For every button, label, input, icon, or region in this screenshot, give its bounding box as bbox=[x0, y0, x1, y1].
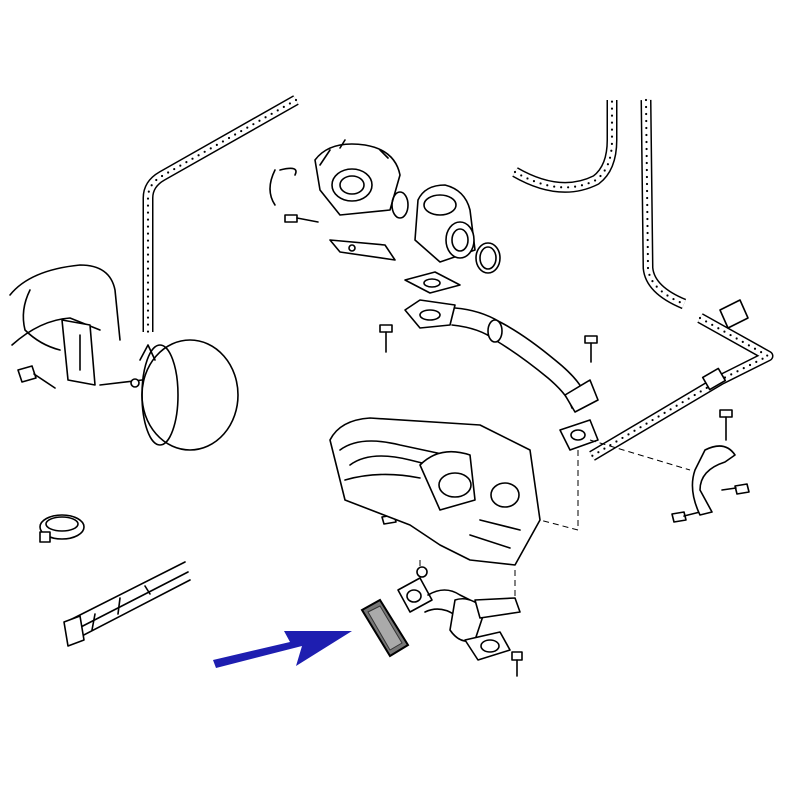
hose-left-vertical bbox=[142, 95, 299, 334]
lower-egr-pipe bbox=[397, 566, 521, 661]
egr-cooler bbox=[329, 417, 541, 566]
highlight-arrow bbox=[213, 631, 352, 668]
hose-top-right bbox=[512, 98, 618, 193]
hose-far-right bbox=[640, 98, 687, 310]
hose-clamp bbox=[39, 514, 85, 543]
egr-valve bbox=[414, 184, 476, 263]
screw-left bbox=[17, 365, 56, 389]
intake-elbow-pipe bbox=[9, 264, 121, 386]
throttle-housing bbox=[269, 139, 401, 216]
egr-pipe bbox=[404, 299, 599, 413]
vacuum-diaphragm bbox=[99, 339, 239, 451]
o-ring-top bbox=[391, 191, 501, 274]
bracket-right bbox=[691, 299, 749, 516]
hose-right-lower bbox=[589, 313, 774, 461]
cable-tie bbox=[63, 561, 191, 647]
bracket-top bbox=[329, 239, 396, 261]
gasket bbox=[360, 598, 410, 658]
gasket-top bbox=[404, 271, 461, 294]
gasket-mid bbox=[559, 419, 599, 451]
